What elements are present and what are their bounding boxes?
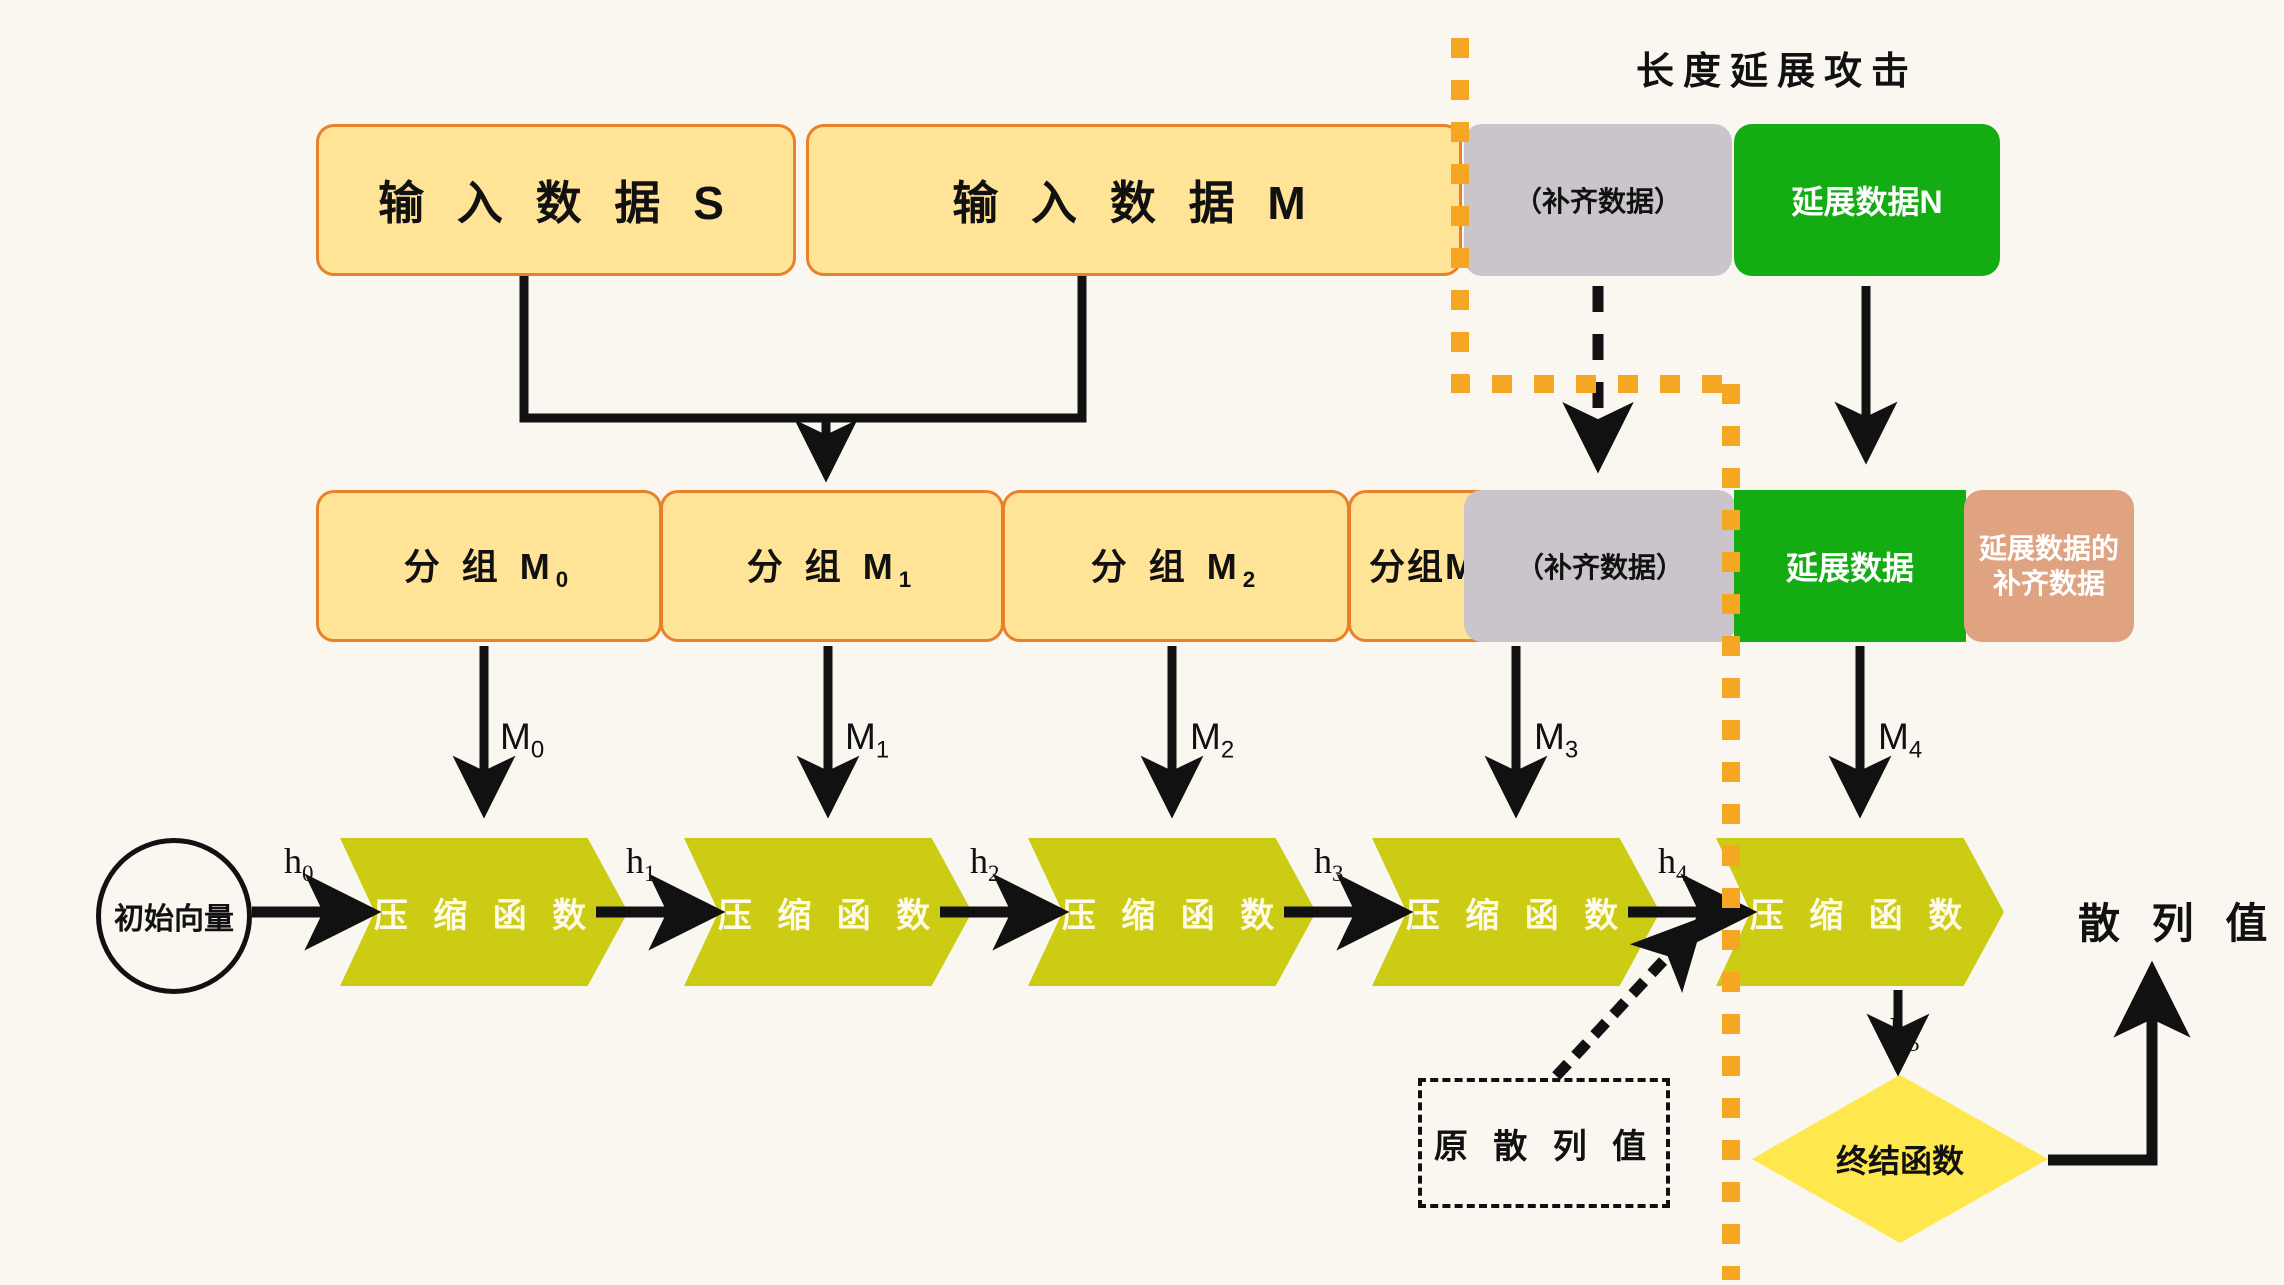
block-to-compression-arrows — [452, 646, 1892, 819]
message-label-m2: M2 — [1190, 716, 1235, 764]
compression-function-1: 压 缩 函 数 — [340, 838, 628, 986]
h-label-h1: h1 — [626, 841, 656, 887]
merge-connector — [519, 276, 1087, 483]
finalization-function: 终结函数 — [1752, 1075, 2048, 1243]
row1-label-input-m: 输 入 数 据 M — [952, 177, 1316, 229]
compression-label-1: 压 缩 函 数 — [373, 896, 595, 935]
original-hash-note: 原 散 列 值 — [1418, 1078, 1670, 1208]
initial-vector-label: 初始向量 — [114, 903, 234, 936]
row1-block-extension: 延展数据N — [1734, 124, 2000, 276]
h-label-h0: h0 — [284, 841, 314, 887]
row2-label-extension-padding-line1: 延展数据的 — [1978, 533, 2119, 564]
row2-label-m3: 分组M3 — [1369, 546, 1489, 592]
compression-function-5: 压 缩 函 数 — [1716, 838, 2004, 986]
compression-function-4: 压 缩 函 数 — [1372, 838, 1660, 986]
hash-value-label: 散 列 值 — [2078, 900, 2278, 947]
row2-block-padding: （补齐数据） — [1464, 490, 1736, 642]
row1-label-extension: 延展数据N — [1791, 184, 1943, 220]
compression-label-4: 压 缩 函 数 — [1405, 896, 1627, 935]
h-label-h3: h3 — [1314, 841, 1344, 887]
message-label-m1: M1 — [845, 716, 890, 764]
message-label-m0: M0 — [500, 716, 545, 764]
row2-label-extension: 延展数据 — [1785, 550, 1914, 586]
row2-block-extension: 延展数据 — [1734, 490, 1966, 642]
row2-label-m1: 分 组 M1 — [746, 546, 918, 593]
row1-block-padding: （补齐数据） — [1464, 124, 1732, 276]
h-label-h4: h4 — [1658, 841, 1688, 887]
compression-label-2: 压 缩 函 数 — [717, 896, 939, 935]
h-label-h5: h5 — [1890, 1011, 1920, 1057]
finalization-to-hash-arrow — [2048, 960, 2191, 1166]
initial-vector-node: 初始向量 — [96, 838, 252, 994]
message-label-m4: M4 — [1878, 716, 1923, 764]
h-label-h2: h2 — [970, 841, 1000, 887]
row2-label-padding: （补齐数据） — [1515, 552, 1684, 583]
compression-function-3: 压 缩 函 数 — [1028, 838, 1316, 986]
compression-function-2: 压 缩 函 数 — [684, 838, 972, 986]
row2-block-m0: 分 组 M0 — [316, 490, 662, 642]
original-hash-label: 原 散 列 值 — [1433, 1127, 1655, 1166]
row2-block-m1: 分 组 M1 — [660, 490, 1004, 642]
row1-block-input-m: 输 入 数 据 M — [806, 124, 1462, 276]
diagram-title: 长度延展攻击 — [1636, 51, 1919, 93]
row1-block-input-s: 输 入 数 据 S — [316, 124, 796, 276]
message-label-m3: M3 — [1534, 716, 1579, 764]
finalization-label: 终结函数 — [1835, 1143, 1964, 1179]
row1-label-input-s: 输 入 数 据 S — [378, 177, 734, 229]
row2-label-m2: 分 组 M2 — [1090, 546, 1262, 593]
row2-label-extension-padding-line2: 补齐数据 — [1992, 568, 2105, 599]
row2-block-extension-padding: 延展数据的 补齐数据 — [1964, 490, 2134, 642]
row2-label-m0: 分 组 M0 — [403, 546, 575, 593]
row2-block-m2: 分 组 M2 — [1002, 490, 1350, 642]
compression-label-3: 压 缩 函 数 — [1061, 896, 1283, 935]
row1-label-padding: （补齐数据） — [1513, 186, 1682, 217]
compression-label-5: 压 缩 函 数 — [1749, 896, 1971, 935]
